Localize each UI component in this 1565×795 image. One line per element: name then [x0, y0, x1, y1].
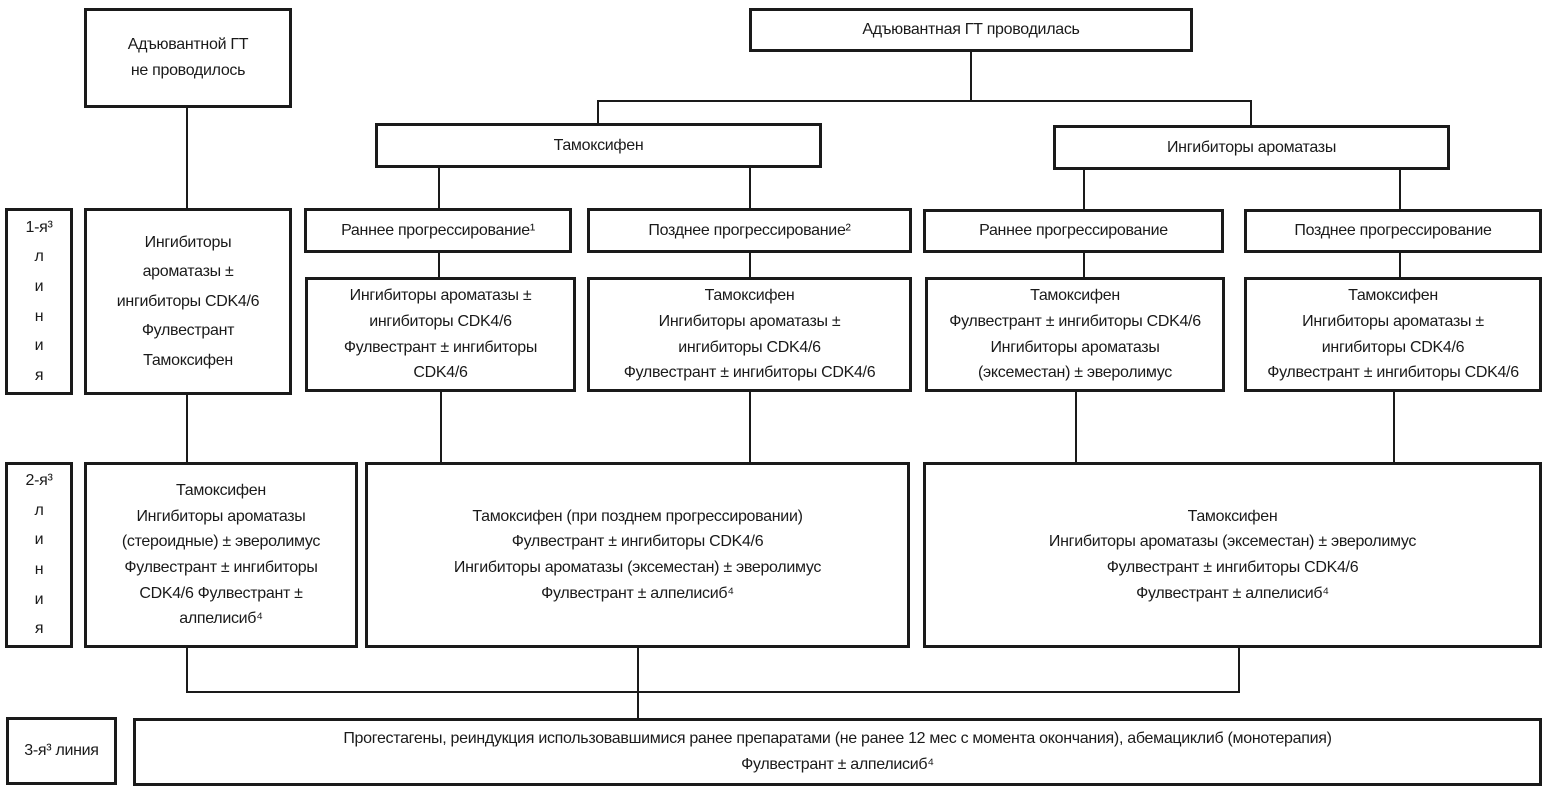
connector-line [186, 108, 188, 208]
connector-line [1399, 253, 1401, 277]
connector-line [438, 168, 440, 208]
connector-line [186, 395, 188, 462]
box-first-line-no-adjuvant: Ингибиторы ароматазы ± ингибиторы CDK4/6… [84, 208, 292, 395]
label-third-line: 3-я³ линия [6, 717, 117, 785]
box-second-line-aromatase: Тамоксифен Ингибиторы ароматазы (эксемес… [923, 462, 1542, 648]
label-first-line: 1-я³ л и н и я [5, 208, 73, 395]
connector-line [1238, 648, 1240, 693]
box-first-line-tam-late: Тамоксифен Ингибиторы ароматазы ± ингиби… [587, 277, 912, 392]
box-header-early-progression-ai: Раннее прогрессирование [923, 209, 1224, 253]
connector-line [1250, 100, 1252, 125]
connector-line [597, 100, 1252, 102]
connector-line [749, 253, 751, 277]
label-second-line: 2-я³ л и н и я [5, 462, 73, 648]
box-third-line-therapy: Прогестагены, реиндукция использовавшими… [133, 718, 1542, 786]
box-first-line-tam-early: Ингибиторы ароматазы ± ингибиторы CDK4/6… [305, 277, 576, 392]
connector-line [597, 100, 599, 123]
connector-line [970, 52, 972, 100]
connector-line [440, 392, 442, 462]
connector-line [1075, 392, 1077, 462]
box-header-late-progression-ai: Позднее прогрессирование [1244, 209, 1542, 253]
box-adjuvant-ht-done: Адъювантная ГТ проводилась [749, 8, 1193, 52]
box-first-line-ai-early: Тамоксифен Фулвестрант ± ингибиторы CDK4… [925, 277, 1225, 392]
box-header-early-progression-tam: Раннее прогрессирование¹ [304, 208, 572, 253]
connector-line [1083, 253, 1085, 277]
connector-line [637, 648, 639, 718]
box-second-line-no-adjuvant: Тамоксифен Ингибиторы ароматазы (стероид… [84, 462, 358, 648]
connector-line [1393, 392, 1395, 462]
connector-line [438, 253, 440, 277]
connector-line [186, 691, 1240, 693]
box-first-line-ai-late: Тамоксифен Ингибиторы ароматазы ± ингиби… [1244, 277, 1542, 392]
connector-line [1399, 170, 1401, 209]
box-branch-aromatase-inhibitors: Ингибиторы ароматазы [1053, 125, 1450, 170]
box-branch-tamoxifen: Тамоксифен [375, 123, 822, 168]
box-header-late-progression-tam: Позднее прогрессирование² [587, 208, 912, 253]
box-second-line-tamoxifen: Тамоксифен (при позднем прогрессировании… [365, 462, 910, 648]
connector-line [1083, 170, 1085, 209]
connector-line [749, 168, 751, 208]
box-no-adjuvant-ht: Адъювантной ГТ не проводилось [84, 8, 292, 108]
connector-line [186, 648, 188, 693]
connector-line [749, 392, 751, 462]
